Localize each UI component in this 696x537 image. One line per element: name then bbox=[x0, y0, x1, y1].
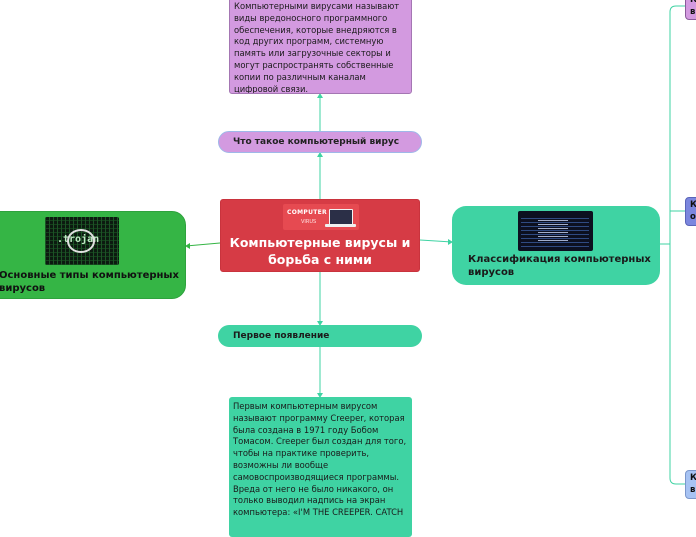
link-root-types bbox=[185, 242, 221, 247]
link-class-branches bbox=[660, 5, 685, 485]
what-is-topic-node[interactable]: Что такое компьютерный вирус bbox=[218, 131, 422, 153]
subtopic-1-label: К в bbox=[690, 0, 696, 17]
link-root-class bbox=[419, 239, 453, 243]
virus-types-label: Основные типы компьютерных вирусов bbox=[0, 270, 179, 294]
first-appearance-topic-node[interactable]: Первое появление bbox=[218, 325, 422, 347]
what-is-description-text: Компьютерными вирусами называют виды вре… bbox=[234, 1, 400, 94]
code-highlight bbox=[538, 219, 568, 241]
laptop-base bbox=[325, 224, 356, 227]
subtopic-3-label: К в bbox=[690, 473, 696, 495]
classification-subtopic-2[interactable]: К о bbox=[685, 197, 696, 226]
central-topic-node[interactable]: COMPUTER VIRUS Компьютерные вирусы и бор… bbox=[220, 199, 420, 272]
arrow-root-types bbox=[185, 243, 190, 249]
computer-virus-image: COMPUTER VIRUS bbox=[283, 204, 359, 230]
first-appearance-description-text: Первым компьютерным вирусом называют про… bbox=[233, 401, 407, 518]
arrow-first-desc bbox=[317, 393, 323, 398]
laptop-virus-icon bbox=[329, 209, 353, 225]
classification-subtopic-3[interactable]: К в bbox=[685, 470, 696, 499]
arrow-root-first bbox=[317, 321, 323, 326]
classification-label: Классификация компьютерных вирусов bbox=[468, 254, 651, 278]
arrow-root-class bbox=[448, 239, 453, 245]
classification-topic-node[interactable]: Классификация компьютерных вирусов bbox=[452, 206, 660, 285]
classification-subtopic-1[interactable]: К в bbox=[685, 0, 696, 20]
trojan-image: .trojan bbox=[45, 217, 119, 265]
central-topic-title: Компьютерные вирусы и борьба с ними bbox=[229, 235, 411, 267]
code-screen-image bbox=[518, 211, 593, 251]
arrow-root-what bbox=[317, 152, 323, 157]
virus-types-topic-node[interactable]: .trojan Основные типы компьютерных вирус… bbox=[0, 211, 186, 299]
what-is-description-node[interactable]: Компьютерными вирусами называют виды вре… bbox=[229, 0, 412, 94]
magnifier-trojan-icon bbox=[67, 229, 95, 253]
first-appearance-label: Первое появление bbox=[233, 331, 330, 341]
thumb-line-2: VIRUS bbox=[301, 219, 317, 225]
thumb-line-1: COMPUTER bbox=[287, 209, 327, 216]
arrow-what-desc bbox=[317, 93, 323, 98]
subtopic-2-label: К о bbox=[690, 200, 696, 222]
what-is-label: Что такое компьютерный вирус bbox=[233, 137, 400, 147]
first-appearance-description-node[interactable]: Первым компьютерным вирусом называют про… bbox=[229, 397, 412, 537]
connector-lines bbox=[185, 5, 685, 485]
